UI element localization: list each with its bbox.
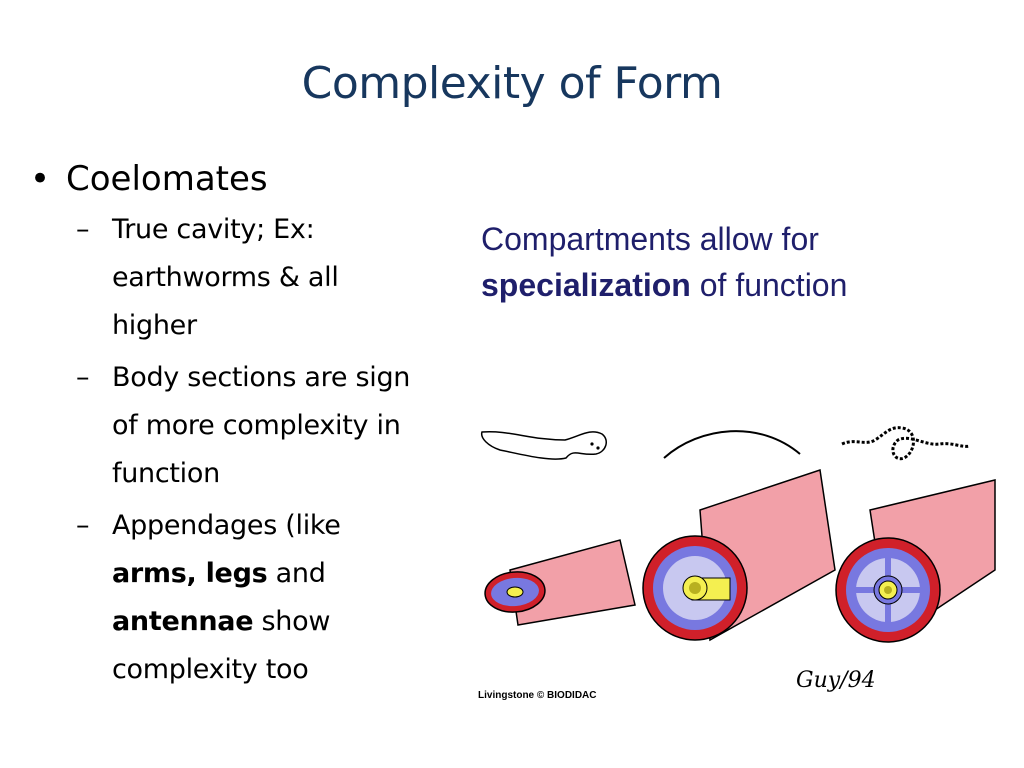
- bold-antennae: antennae: [112, 606, 254, 637]
- caption-rest: of function: [690, 267, 848, 303]
- caption-line-1: Compartments allow for: [481, 221, 819, 257]
- artist-signature: Guy/94: [796, 668, 876, 693]
- sub-bullet-text: True cavity; Ex: earthworms & all higher: [112, 214, 339, 341]
- bold-arms-legs: arms, legs: [112, 558, 268, 589]
- dash-icon: –: [76, 214, 90, 245]
- bullet-dot-icon: •: [30, 159, 51, 199]
- dash-icon: –: [76, 362, 90, 393]
- coelomate-cross-section: [835, 479, 996, 643]
- sub-bullet-list: – True cavity; Ex: earthworms & all high…: [76, 206, 430, 694]
- caption-bold: specialization: [481, 267, 691, 303]
- body-plan-figure: [480, 426, 996, 643]
- sub-bullet-text: Body sections are sign of more complexit…: [112, 362, 411, 489]
- slide-title: Complexity of Form: [301, 58, 723, 109]
- flatworm-icon: [480, 430, 607, 460]
- caption-line-2: specialization of function: [481, 262, 981, 308]
- text-run: and: [267, 558, 326, 589]
- roundworm-icon: [663, 430, 801, 459]
- sub-bullet-3: – Appendages (like arms, legs and antenn…: [76, 502, 430, 694]
- dash-icon: –: [76, 510, 90, 541]
- text-run: show complexity too: [112, 606, 331, 685]
- figure-credit: Livingstone © BIODIDAC: [478, 690, 597, 701]
- sub-bullet-2: – Body sections are sign of more complex…: [76, 354, 430, 498]
- figure-caption: Compartments allow for specialization of…: [481, 216, 981, 308]
- acoelomate-cross-section: [484, 539, 636, 626]
- bullet-label: Coelomates: [66, 159, 268, 199]
- earthworm-icon: [841, 426, 971, 461]
- sub-bullet-1: – True cavity; Ex: earthworms & all high…: [76, 206, 430, 350]
- sub-bullet-text: Appendages (like arms, legs and antennae…: [112, 502, 430, 694]
- bullet-coelomates: • Coelomates: [30, 156, 430, 202]
- text-run: Appendages (like: [112, 510, 341, 541]
- bullet-list: • Coelomates – True cavity; Ex: earthwor…: [30, 156, 430, 698]
- pseudocoelomate-cross-section: [642, 469, 836, 642]
